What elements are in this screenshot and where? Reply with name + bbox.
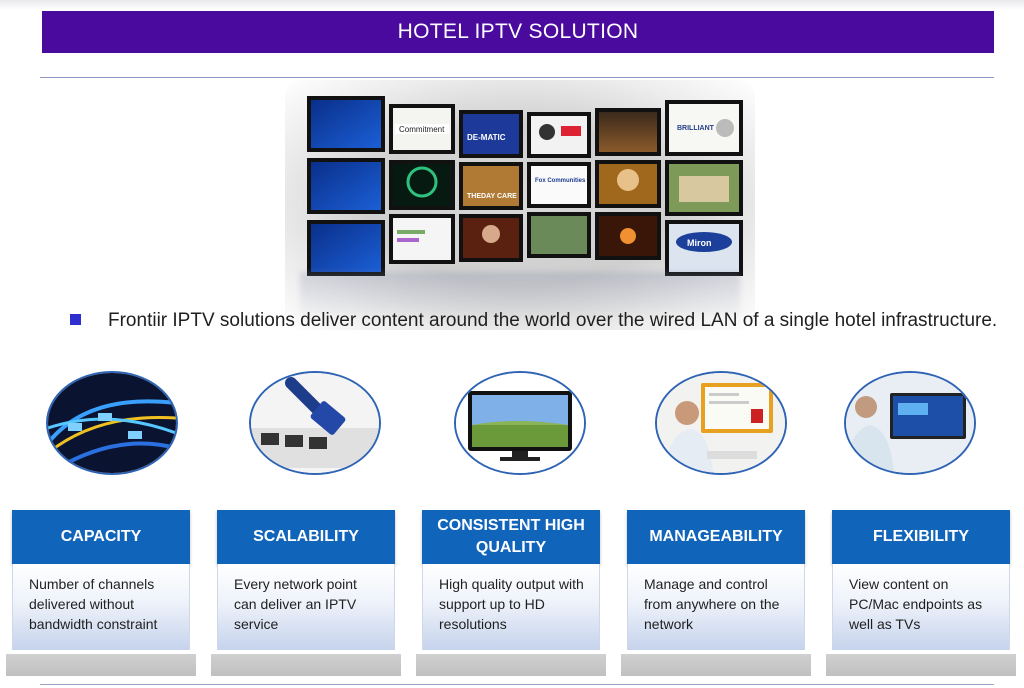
screen [389, 160, 455, 210]
screen: BRILLIANT [665, 100, 743, 156]
screen [307, 158, 385, 214]
screen-text: Fox Communities [535, 178, 586, 184]
bullet-text: Frontiir IPTV solutions deliver content … [108, 310, 998, 331]
screen [527, 212, 591, 258]
ethernet-plug-icon [249, 371, 381, 475]
person-at-computer-icon [655, 371, 787, 475]
feature-title: CONSISTENT HIGH QUALITY [422, 510, 600, 564]
screen: THEDAY CARE [459, 162, 523, 210]
screen [595, 108, 661, 156]
screen-text: Miron [687, 238, 712, 248]
network-cables-icon [46, 371, 178, 475]
feature-description: Manage and control from anywhere on the … [627, 564, 805, 650]
screen: Miron [665, 220, 743, 276]
screen: Fox Communities [527, 162, 591, 208]
screen-text: BRILLIANT [677, 125, 715, 132]
screen-text: Commitment [399, 125, 445, 134]
page-title-bar: HOTEL IPTV SOLUTION [42, 11, 994, 53]
feature-title: FLEXIBILITY [832, 510, 1010, 564]
bullet-square-icon [70, 314, 81, 325]
feature-description: Every network point can deliver an IPTV … [217, 564, 395, 650]
feature-title: SCALABILITY [217, 510, 395, 564]
person-watching-screen-icon [844, 371, 976, 475]
screen-text: THEDAY CARE [467, 193, 517, 200]
feature-title: CAPACITY [12, 510, 190, 564]
feature-shadow [6, 654, 196, 676]
feature-description: Number of channels delivered without ban… [12, 564, 190, 650]
feature-title: MANAGEABILITY [627, 510, 805, 564]
feature-shadow [826, 654, 1016, 676]
footer-divider [40, 684, 994, 685]
screen [595, 212, 661, 260]
feature-shadow [416, 654, 606, 676]
screen [459, 214, 523, 262]
video-wall-image: Commitment DE-MATIC BRILLIANT THEDAY [285, 80, 755, 330]
screen [665, 160, 743, 216]
video-wall-reflection [300, 272, 740, 320]
screen [389, 214, 455, 264]
screen [595, 160, 661, 208]
feature-description: High quality output with support up to H… [422, 564, 600, 650]
screen [307, 96, 385, 152]
screen: Commitment [389, 104, 455, 154]
screen-text: DE-MATIC [467, 133, 506, 142]
screen [527, 112, 591, 158]
feature-description: View content on PC/Mac endpoints as well… [832, 564, 1010, 650]
header-divider [40, 77, 994, 78]
feature-shadow [211, 654, 401, 676]
page-title: HOTEL IPTV SOLUTION [397, 20, 639, 43]
screen [307, 220, 385, 276]
screen: DE-MATIC [459, 110, 523, 158]
feature-shadow [621, 654, 811, 676]
flat-tv-icon [454, 371, 586, 475]
